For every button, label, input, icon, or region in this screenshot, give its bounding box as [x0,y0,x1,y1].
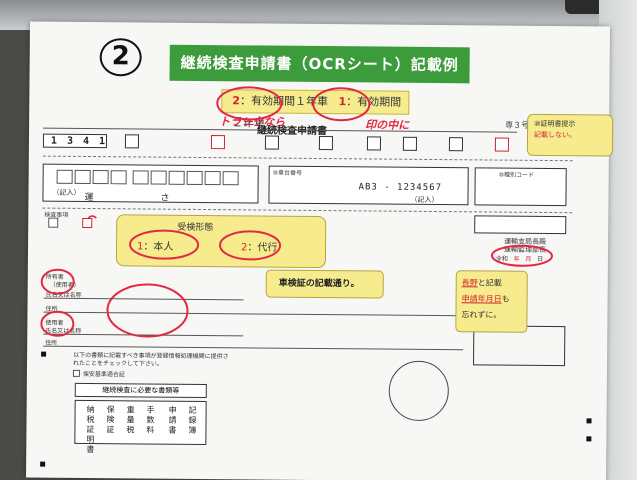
handwritten-annotations [40,86,553,338]
document-sheet: 2 継続検査申請書（OCRシート）記載例 2：有効期間１年車 1：有効期間２年車… [26,21,614,480]
